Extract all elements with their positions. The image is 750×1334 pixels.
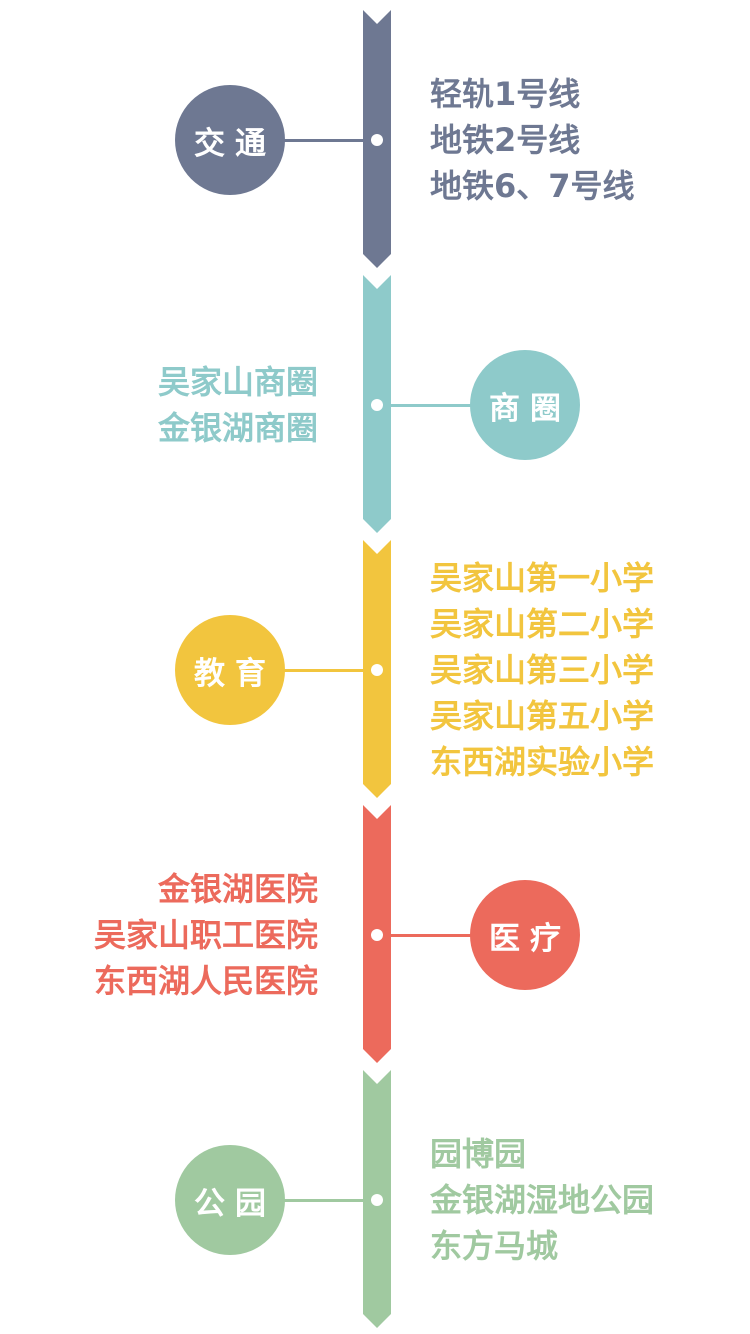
list-item: 地铁2号线 — [430, 121, 581, 159]
timeline-dot — [371, 929, 383, 941]
timeline-dot — [371, 399, 383, 411]
category-item-list: 金银湖医院吴家山职工医院东西湖人民医院 — [94, 873, 318, 997]
timeline-dot — [371, 1194, 383, 1206]
category-label: 公园 — [194, 1185, 276, 1222]
list-item: 金银湖商圈 — [157, 409, 318, 447]
list-item: 园博园 — [430, 1135, 527, 1173]
category-label: 医疗 — [489, 920, 571, 957]
connector-line — [230, 1199, 363, 1202]
list-item: 吴家山第二小学 — [430, 605, 655, 643]
category-circle: 交通 — [175, 85, 285, 195]
list-item: 吴家山第一小学 — [430, 559, 655, 597]
category-item-list: 吴家山第一小学吴家山第二小学吴家山第三小学吴家山第五小学东西湖实验小学 — [430, 562, 654, 778]
connector-line — [391, 934, 525, 937]
list-item: 地铁6、7号线 — [430, 167, 635, 205]
list-item: 吴家山职工医院 — [93, 916, 318, 954]
category-circle: 商圈 — [470, 350, 580, 460]
timeline-dot — [371, 664, 383, 676]
category-item-list: 轻轨1号线地铁2号线地铁6、7号线 — [430, 78, 635, 202]
category-label: 交通 — [194, 125, 276, 162]
list-item: 吴家山商圈 — [157, 363, 318, 401]
list-item: 轻轨1号线 — [430, 75, 581, 113]
category-circle: 公园 — [175, 1145, 285, 1255]
list-item: 东方马城 — [430, 1227, 559, 1265]
list-item: 金银湖医院 — [157, 870, 318, 908]
category-label: 商圈 — [489, 390, 571, 427]
list-item: 东西湖人民医院 — [93, 962, 318, 1000]
category-label: 教育 — [194, 655, 276, 692]
list-item: 吴家山第三小学 — [430, 651, 655, 689]
connector-line — [230, 669, 363, 672]
category-circle: 教育 — [175, 615, 285, 725]
list-item: 东西湖实验小学 — [430, 743, 655, 781]
connector-line — [391, 404, 525, 407]
list-item: 金银湖湿地公园 — [430, 1181, 655, 1219]
connector-line — [230, 139, 363, 142]
category-item-list: 园博园金银湖湿地公园东方马城 — [430, 1138, 654, 1262]
list-item: 吴家山第五小学 — [430, 697, 655, 735]
category-item-list: 吴家山商圈金银湖商圈 — [158, 366, 318, 444]
category-circle: 医疗 — [470, 880, 580, 990]
timeline-dot — [371, 134, 383, 146]
